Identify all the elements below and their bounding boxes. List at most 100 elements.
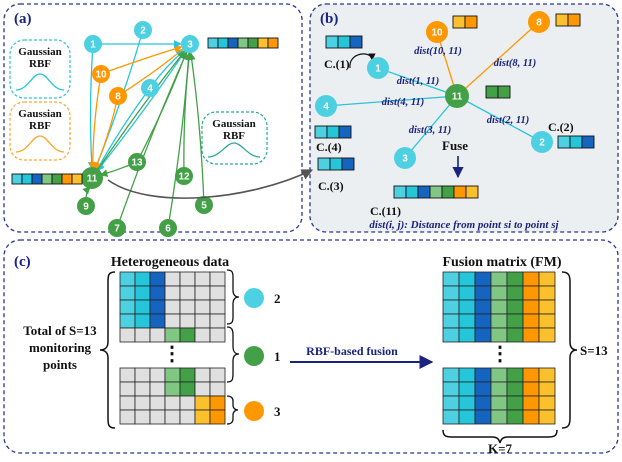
fusion-row-3 — [442, 299, 556, 315]
cluster-label-4: C.(4) — [316, 140, 342, 154]
dist-caption: dist(i, j): Distance from point si to po… — [369, 219, 559, 231]
node-3-feature-bar — [207, 37, 279, 49]
cluster-label-3: C.(3) — [318, 179, 344, 193]
dist-2-11: dist(2, 11) — [487, 115, 530, 126]
svg-text:4: 4 — [323, 102, 329, 113]
node-b-3: 3 — [394, 147, 416, 169]
hetero-row-green-2 — [119, 367, 226, 383]
bar-node-10 — [452, 15, 478, 29]
hetero-row-orange-2 — [119, 409, 226, 425]
edge-b-3-11 — [404, 95, 458, 159]
svg-text:10: 10 — [431, 28, 443, 39]
svg-text:1: 1 — [90, 40, 96, 51]
svg-text:Gaussian: Gaussian — [18, 46, 61, 58]
fusion-row-7 — [442, 381, 556, 397]
node-b-10: 10 — [426, 21, 448, 43]
edge-3-11 — [96, 43, 191, 172]
node-a-3: 3 — [181, 35, 199, 53]
svg-text:11: 11 — [452, 92, 463, 103]
transition-arrow — [107, 169, 314, 199]
edge-12-3 — [183, 52, 193, 177]
hetero-row-green-1 — [119, 327, 226, 343]
s-brace — [561, 271, 578, 429]
panel-c-label: (c) — [14, 254, 31, 270]
dist-4-11: dist(4, 11) — [382, 97, 425, 108]
left-brace — [99, 271, 116, 429]
group-count-3: 3 — [274, 404, 281, 419]
group-brace-1 — [226, 269, 240, 325]
bar-node-11 — [485, 85, 511, 99]
bar-cluster-1 — [325, 35, 363, 49]
node-a-4: 4 — [141, 79, 159, 97]
fusion-ellipsis: ⋮ — [490, 343, 510, 365]
bar-cluster-3 — [317, 157, 355, 171]
k-brace — [442, 429, 558, 444]
hetero-row-cyan-2 — [119, 285, 226, 301]
loop-arrow-1 — [349, 53, 376, 69]
hetero-ellipsis: ⋮ — [162, 343, 182, 365]
panel-b-bars — [314, 13, 595, 199]
svg-text:4: 4 — [147, 84, 153, 95]
svg-text:7: 7 — [114, 224, 120, 235]
node-a-5: 5 — [195, 196, 213, 214]
panel-b-frame — [309, 3, 619, 233]
bar-cluster-2 — [557, 135, 595, 149]
bar-node-3 — [207, 37, 279, 49]
heterogeneous-title: Heterogeneous data — [111, 255, 229, 270]
fusion-row-2 — [442, 285, 556, 301]
node-a-8: 8 — [109, 87, 127, 105]
bar-cluster-11 — [393, 185, 479, 199]
node-b-11: 11 — [445, 84, 469, 108]
fusion-matrix-grid — [442, 271, 556, 425]
dist-10-11: dist(10, 11) — [414, 46, 462, 57]
rbf-box-orange: Gaussian RBF — [9, 101, 71, 161]
hetero-row-green-3 — [119, 381, 226, 397]
edge-5-3 — [187, 52, 205, 206]
hetero-row-cyan-4 — [119, 313, 226, 329]
group-dot-cyan — [244, 288, 264, 308]
svg-text:13: 13 — [131, 158, 143, 169]
cluster-label-2: C.(2) — [548, 120, 574, 134]
group-count-1: 2 — [274, 291, 281, 306]
panel-b-label: (b) — [320, 11, 338, 27]
rbf-box-teal: Gaussian RBF — [201, 111, 268, 165]
edge-7-3 — [116, 51, 188, 229]
svg-text:2: 2 — [140, 26, 146, 37]
s-label: S=13 — [580, 343, 608, 358]
svg-text:6: 6 — [165, 224, 171, 235]
panel-a-label: (a) — [14, 11, 32, 27]
cluster-label-11: C.(11) — [370, 204, 401, 218]
bar-node-11 — [11, 173, 83, 185]
edge-10-11 — [88, 73, 102, 170]
bar-node-8 — [555, 13, 581, 27]
svg-text:9: 9 — [83, 202, 89, 213]
svg-text:3: 3 — [402, 154, 408, 165]
edge-b-8-11 — [456, 21, 540, 97]
node-a-10: 10 — [92, 65, 110, 83]
svg-text:10: 10 — [95, 70, 107, 81]
edge-11-3 — [91, 50, 186, 179]
node-a-13: 13 — [128, 153, 146, 171]
fusion-row-6 — [442, 367, 556, 383]
node-a-11: 11 — [81, 167, 103, 189]
node-a-12: 12 — [175, 167, 193, 185]
node-b-8: 8 — [528, 11, 550, 33]
node-a-2: 2 — [134, 21, 152, 39]
group-brace-2 — [226, 326, 240, 383]
group-dot-orange — [244, 401, 264, 421]
svg-text:Gaussian: Gaussian — [18, 108, 61, 120]
svg-text:8: 8 — [536, 18, 542, 29]
svg-text:RBF: RBF — [29, 58, 51, 70]
hetero-row-cyan-1 — [119, 271, 226, 287]
svg-text:8: 8 — [115, 92, 121, 103]
node-a-6: 6 — [159, 219, 177, 237]
fusion-row-4 — [442, 313, 556, 329]
total-line-1: Total of S=13 — [23, 323, 97, 338]
fusion-row-1 — [442, 271, 556, 287]
total-line-3: points — [43, 357, 77, 372]
node-11-feature-bar — [11, 173, 83, 185]
node-a-7: 7 — [108, 219, 126, 237]
fusion-row-9 — [442, 409, 556, 425]
